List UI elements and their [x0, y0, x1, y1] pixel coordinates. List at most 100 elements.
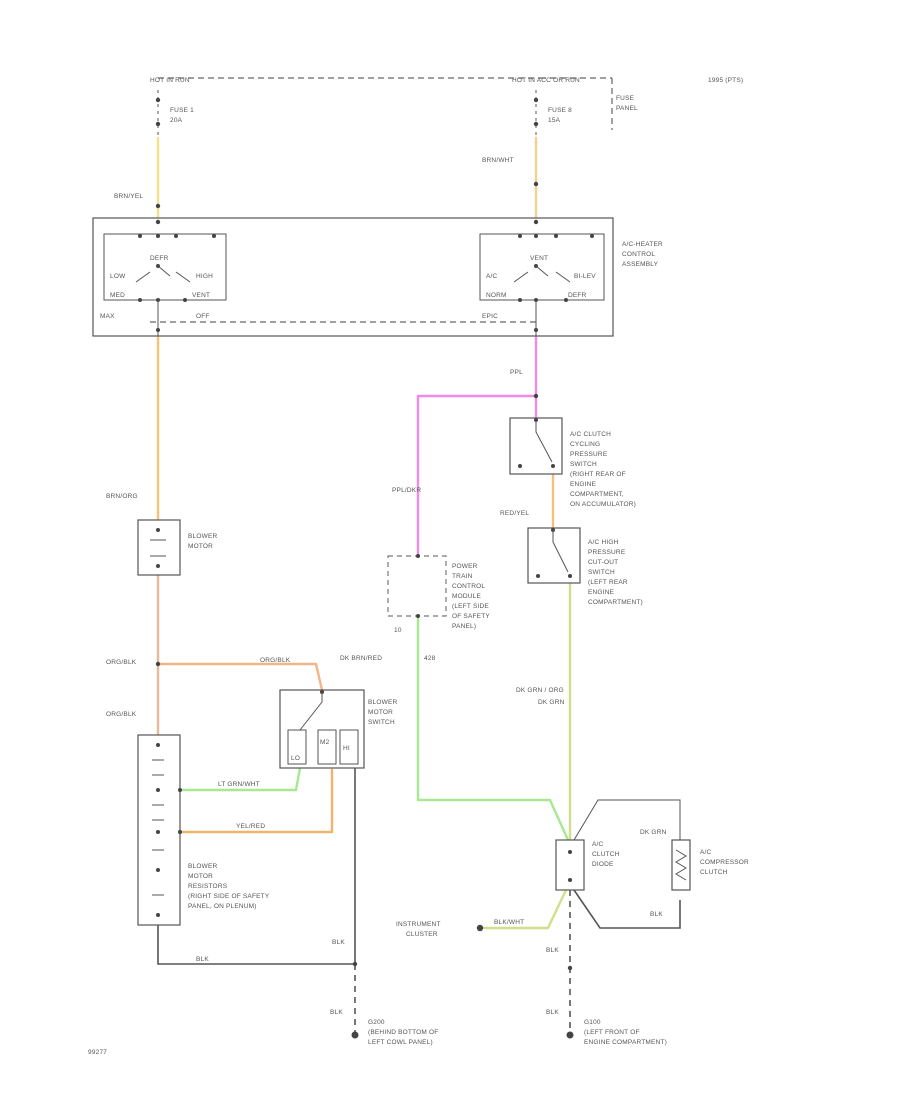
- cycling-l5: (RIGHT REAR OF: [570, 471, 626, 478]
- cycling-l6: ENGINE: [570, 481, 597, 488]
- fuse-8-amp: 15A: [548, 117, 561, 124]
- wire-blk-wht: [482, 888, 568, 930]
- pcm-l7: PANEL): [452, 623, 476, 630]
- wire-clutch-top: [573, 799, 681, 841]
- blower-motor: BRN/ORG BLOWER MOTOR: [106, 493, 217, 576]
- blower-switch-hi: HI: [343, 745, 350, 752]
- blower-motor-switch: LO M2 HI BLOWER MOTOR SWITCH: [279, 689, 397, 769]
- wire-label-blk-ground-l: BLK: [330, 1009, 343, 1016]
- control-label-1: A/C-HEATER: [622, 241, 663, 248]
- control-epic: EPIC: [482, 313, 498, 320]
- fuse-1-amp: 20A: [170, 117, 183, 124]
- blower-switch-lo: LO: [291, 755, 300, 762]
- compressor-clutch-l2: COMPRESSOR: [700, 859, 749, 866]
- pcm-pin-10: 10: [394, 627, 402, 634]
- wire-label-dk-grn: DK GRN: [538, 699, 565, 706]
- wire-label-dk-brn-red: DK BRN/RED: [340, 655, 382, 662]
- year-label: 1995 (PTS): [708, 77, 743, 84]
- wire-label-org-blk-low: ORG/BLK: [106, 711, 137, 718]
- control-right-bi: BI-LEV: [574, 273, 596, 280]
- clutch-diode-l1: A/C: [592, 841, 604, 848]
- fuse-panel-label-a: FUSE: [616, 95, 635, 102]
- fuse-1-label: FUSE 1: [170, 107, 194, 114]
- control-off: OFF: [196, 313, 210, 320]
- cycling-l1: A/C CLUTCH: [570, 431, 611, 438]
- control-right-defr: DEFR: [568, 292, 587, 299]
- fuse-8-label: FUSE 8: [548, 107, 572, 114]
- wires: [156, 136, 681, 1035]
- ground-left-id: G200: [368, 1019, 385, 1026]
- wire-label-brn-org: BRN/ORG: [106, 493, 138, 500]
- wire-label-blk-left: BLK: [332, 939, 345, 946]
- blower-switch-l3: SWITCH: [368, 719, 395, 726]
- cycling-l2: CYCLING: [570, 441, 600, 448]
- hot-in-run-label: HOT IN RUN: [150, 77, 190, 84]
- wire-label-dk-grn-clutch: DK GRN: [640, 829, 667, 836]
- control-label-3: ASSEMBLY: [622, 261, 659, 268]
- wire-label-blk-right: BLK: [546, 947, 559, 954]
- wire-label-ppl: PPL: [510, 369, 523, 376]
- resistor-l2: MOTOR: [188, 873, 213, 880]
- resistor-l3: RESISTORS: [188, 883, 228, 890]
- pcm-pin-428: 428: [424, 655, 436, 662]
- blower-switch-l1: BLOWER: [368, 699, 397, 706]
- control-left-hi: HIGH: [196, 273, 213, 280]
- high-pressure-cutout-switch: RED/YEL A/C HIGH PRESSURE CUT-OUT SWITCH…: [500, 510, 643, 606]
- blower-switch-l2: MOTOR: [368, 709, 393, 716]
- resistor-l1: BLOWER: [188, 863, 217, 870]
- control-left-vent: VENT: [192, 292, 210, 299]
- control-left-defr: DEFR: [150, 255, 169, 262]
- instrument-cluster-l2: CLUSTER: [406, 931, 438, 938]
- cycling-l7: COMPARTMENT,: [570, 491, 624, 498]
- wire-label-yel-red: YEL/RED: [236, 823, 265, 830]
- wire-label-lt-grn-wht: LT GRN/WHT: [218, 781, 260, 788]
- high-pressure-l7: COMPARTMENT): [588, 599, 643, 606]
- control-right-vent: VENT: [530, 255, 548, 262]
- wire-label-blk-bottom: BLK: [196, 956, 209, 963]
- ground-right-l2: ENGINE COMPARTMENT): [584, 1039, 667, 1046]
- pcm-l2: TRAIN: [452, 573, 473, 580]
- clutch-diode-l3: DIODE: [592, 861, 614, 868]
- ground-right-id: G100: [584, 1019, 601, 1026]
- hot-in-acc-label: HOT IN ACC OR RUN: [512, 77, 580, 84]
- wire-yel-red: [178, 768, 334, 834]
- wire-label-ppl-dkr: PPL/DKR: [392, 487, 421, 494]
- wire-label-dk-grn-org: DK GRN / ORG: [516, 687, 564, 694]
- blower-motor-resistors: BLOWER MOTOR RESISTORS (RIGHT SIDE OF SA…: [137, 734, 270, 926]
- fuse-1: FUSE 1 20A: [155, 90, 194, 140]
- wire-blk-clutch: [573, 889, 681, 929]
- ground-left-l1: (BEHIND BOTTOM OF: [368, 1029, 438, 1036]
- control-right-ac: A/C: [486, 273, 498, 280]
- wire-label-org-blk-mid: ORG/BLK: [260, 657, 291, 664]
- wire-blk-resistor-ground: [157, 925, 355, 965]
- pcm-l3: CONTROL: [452, 583, 485, 590]
- wire-label-brn-wht: BRN/WHT: [482, 157, 514, 164]
- footer-code: 99277: [88, 1049, 107, 1056]
- pcm-l1: POWER: [452, 563, 478, 570]
- compressor-clutch-l3: CLUTCH: [700, 869, 728, 876]
- cycling-l4: SWITCH: [570, 461, 597, 468]
- blower-motor-l1: BLOWER: [188, 533, 217, 540]
- high-pressure-l6: ENGINE: [588, 589, 615, 596]
- cycling-l8: ON ACCUMULATOR): [570, 501, 636, 508]
- ground-g100: BLK G100 (LEFT FRONT OF ENGINE COMPARTME…: [546, 1009, 667, 1046]
- high-pressure-l3: CUT-OUT: [588, 559, 618, 566]
- fuse-panel-label-b: PANEL: [616, 105, 638, 112]
- blower-motor-l2: MOTOR: [188, 543, 213, 550]
- ac-compressor-clutch: DK GRN A/C COMPRESSOR CLUTCH BLK: [640, 829, 749, 918]
- wire-dk-grn-org: [416, 613, 570, 842]
- control-max: MAX: [100, 313, 115, 320]
- instrument-cluster: INSTRUMENT CLUSTER BLK/WHT: [396, 919, 524, 938]
- wire-label-red-yel: RED/YEL: [500, 510, 529, 517]
- ground-g200: BLK G200 (BEHIND BOTTOM OF LEFT COWL PAN…: [330, 1009, 438, 1046]
- control-left-low: LOW: [110, 273, 126, 280]
- wire-label-org-blk-left: ORG/BLK: [106, 659, 137, 666]
- clutch-diode-l2: CLUTCH: [592, 851, 620, 858]
- resistor-l4: (RIGHT SIDE OF SAFETY: [188, 893, 270, 900]
- control-assembly: LOW HIGH MED VENT DEFR MAX OFF A/C BI-LE…: [92, 217, 663, 337]
- instrument-cluster-l1: INSTRUMENT: [396, 921, 441, 928]
- ground-right-l1: (LEFT FRONT OF: [584, 1029, 640, 1036]
- fuse-panel: HOT IN RUN HOT IN ACC OR RUN 1995 (PTS) …: [150, 77, 743, 140]
- compressor-clutch-l1: A/C: [700, 849, 712, 856]
